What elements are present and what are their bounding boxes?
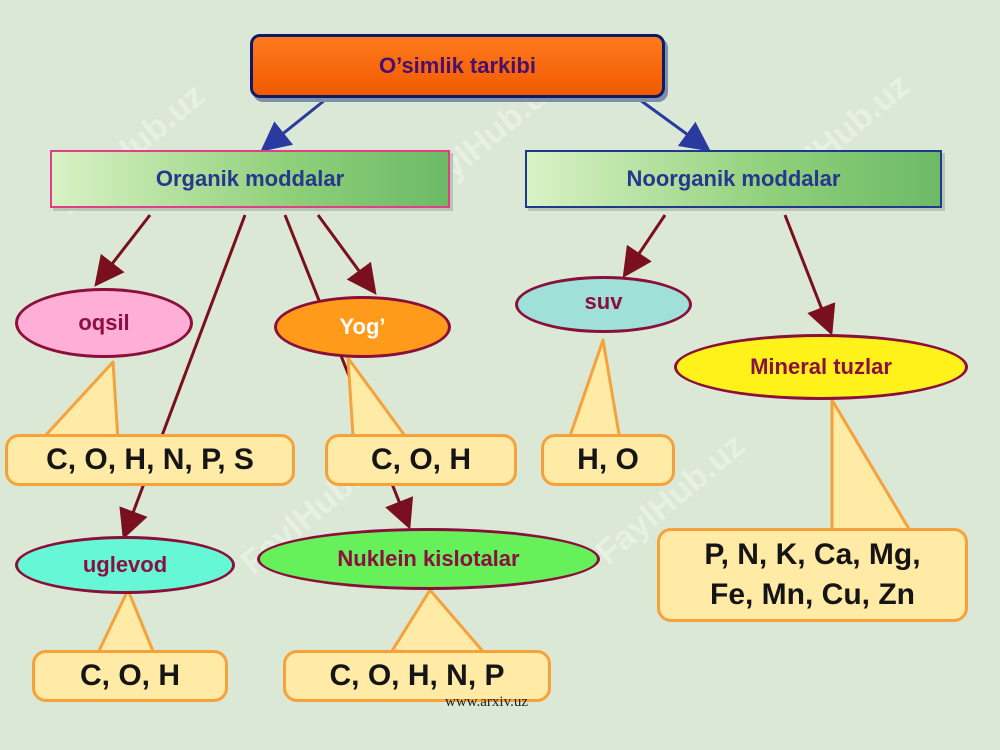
callout-suv-elements: H, O (541, 434, 675, 486)
callout-nuklein-text: C, O, H, N, P (329, 659, 505, 692)
node-uglevod: uglevod (15, 536, 235, 594)
footer-url: www.arxiv.uz (445, 694, 529, 710)
callout-uglevod-elements: C, O, H (32, 650, 228, 702)
callout-tail-uglevod (96, 588, 157, 658)
callout-mineral-text-line1: P, N, K, Ca, Mg, (704, 538, 921, 571)
node-nuklein: Nuklein kislotalar (257, 528, 600, 590)
callout-mineral-elements: P, N, K, Ca, Mg, Fe, Mn, Cu, Zn (657, 528, 968, 622)
callout-mineral-text-line2: Fe, Mn, Cu, Zn (710, 578, 915, 611)
arrow-root-inorganic (639, 98, 711, 152)
node-suv: suv (515, 276, 692, 333)
callout-suv-text: H, O (577, 443, 639, 476)
node-mineral: Mineral tuzlar (674, 334, 968, 400)
callout-uglevod-text: C, O, H (79, 659, 180, 692)
callout-oqsil-text: C, O, H, N, P, S (46, 443, 254, 476)
callout-tail-nuklein (390, 588, 488, 657)
node-mineral-label: Mineral tuzlar (750, 354, 892, 379)
arrow-organic-yog (316, 214, 377, 295)
node-suv-label: suv (584, 288, 623, 314)
inorganic-category: Noorganik moddalar (525, 150, 942, 208)
callout-nuklein-elements: C, O, H, N, P (283, 650, 551, 702)
callout-oqsil-elements: C, O, H, N, P, S (5, 434, 295, 486)
node-oqsil-label: oqsil (78, 310, 130, 335)
node-yog-label: Yog’ (339, 314, 386, 339)
arrow-inorganic-mineral (783, 214, 836, 336)
arrow-inorganic-suv (622, 214, 667, 278)
callout-tail-yog (346, 356, 410, 442)
root-node: O’simlik tarkibi (250, 34, 665, 98)
node-nuklein-label: Nuklein kislotalar (337, 546, 520, 571)
node-uglevod-label: uglevod (82, 552, 168, 577)
callout-tail-oqsil (43, 360, 120, 442)
callout-yog-elements: C, O, H (325, 434, 517, 486)
arrow-organic-oqsil (94, 214, 152, 287)
organic-category: Organik moddalar (50, 150, 450, 208)
arrow-root-organic (260, 98, 326, 152)
callout-tail-mineral (830, 398, 914, 536)
node-yog: Yog’ (274, 296, 451, 358)
callout-tail-suv (568, 338, 622, 442)
node-oqsil: oqsil (15, 288, 193, 358)
callout-yog-text: C, O, H (370, 443, 471, 476)
